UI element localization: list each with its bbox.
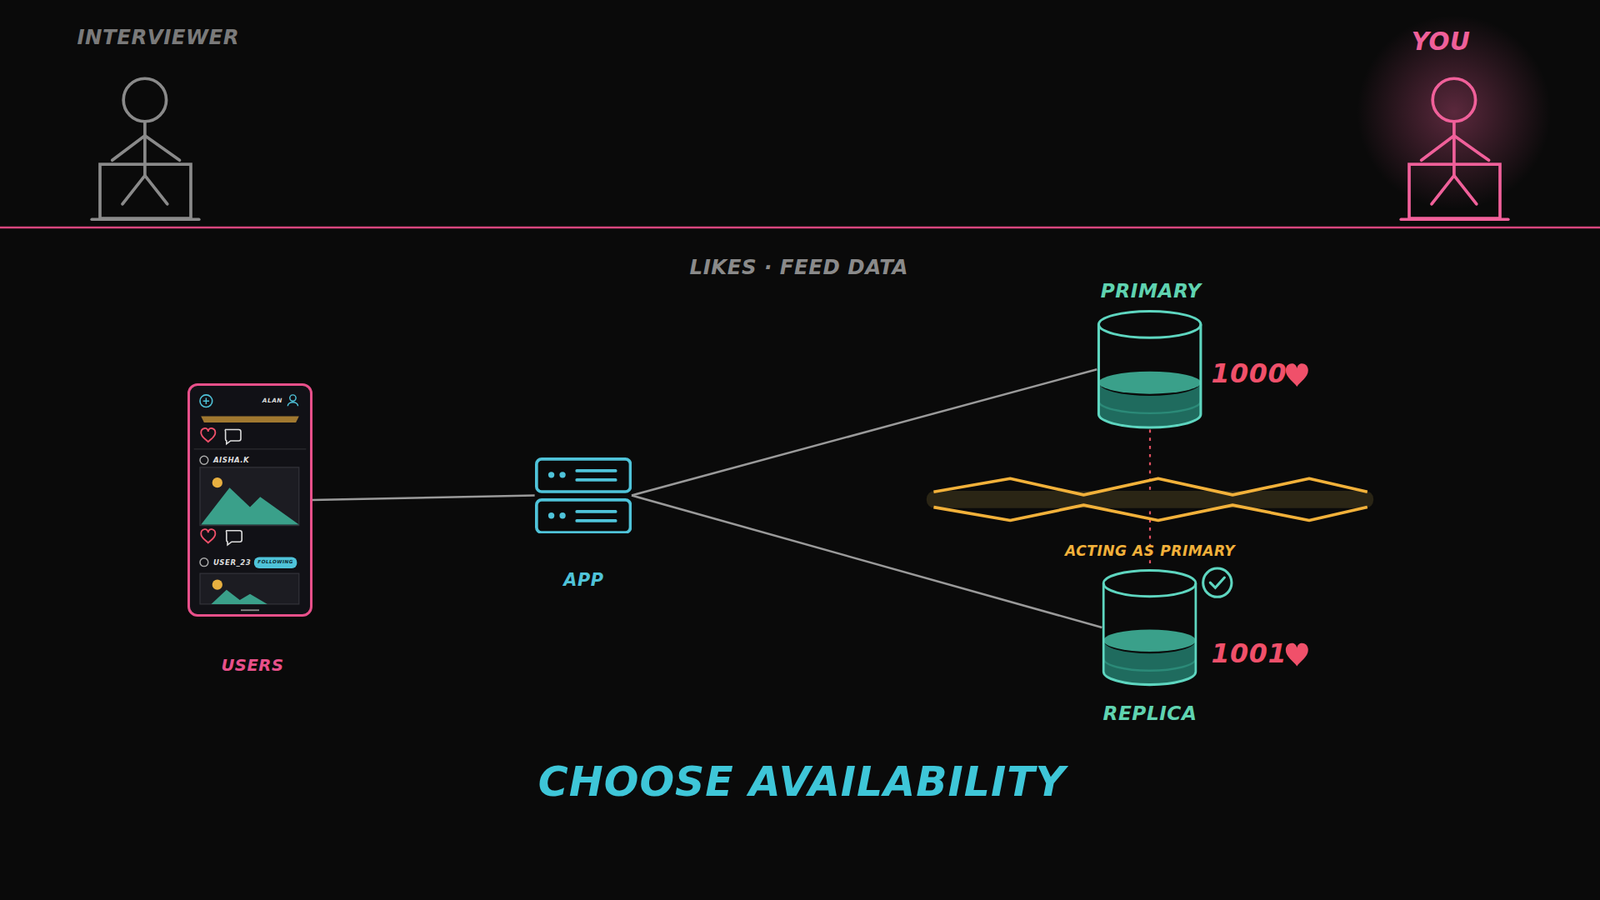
image-mountains: [210, 590, 267, 605]
button-label: FOLLOWING: [257, 560, 294, 565]
check-badge: [1203, 568, 1232, 597]
db-band: [1104, 658, 1197, 670]
connector-line: [631, 495, 1103, 628]
server-icon: [535, 457, 632, 535]
username-label: USER_23: [213, 558, 251, 566]
desk: [1409, 164, 1500, 219]
comment-icon: [226, 530, 243, 545]
database-cylinder: [1096, 309, 1203, 430]
node-label: USERS: [220, 657, 284, 675]
role-label: YOU: [1411, 30, 1471, 55]
network-partition: [926, 478, 1374, 520]
db-top: [1099, 310, 1201, 338]
partition-band: [926, 490, 1374, 509]
like-icon: [200, 529, 215, 543]
heart-icon: [1285, 643, 1309, 667]
caption-text: CHOOSE AVAILABILITY: [538, 760, 1066, 802]
post-divider: [194, 448, 307, 450]
follow-pill: [254, 557, 297, 569]
heart-icon: [1285, 363, 1309, 387]
comment-icon: [225, 430, 241, 445]
username-label: ALAN: [262, 398, 283, 405]
db-liquid-top: [1099, 371, 1201, 395]
figure-arms: [1421, 135, 1490, 160]
interviewer-figure: [91, 78, 200, 220]
story-bar: [200, 416, 300, 423]
user-icon: [287, 402, 298, 407]
post-image: [200, 467, 300, 526]
role-label: INTERVIEWER: [76, 27, 240, 48]
you-figure: [1400, 78, 1509, 220]
node-label: APP: [563, 570, 604, 589]
like-icon: [200, 428, 215, 442]
partition-zigzag: [933, 505, 1367, 520]
user-icon: [290, 395, 296, 401]
divider-line: [0, 226, 1600, 229]
server-unit: [535, 458, 630, 491]
image-mountains: [200, 487, 300, 525]
check-mark: [1210, 577, 1225, 588]
node-label: REPLICA: [1103, 703, 1198, 723]
plus-icon: [200, 395, 213, 408]
app-server: APP: [535, 457, 632, 535]
post-image: [200, 573, 300, 605]
desk-base: [91, 217, 200, 221]
avatar: [200, 455, 209, 465]
node-label: PRIMARY: [1100, 280, 1202, 300]
server-led: [548, 512, 555, 519]
figure-arms: [112, 135, 180, 160]
server-slots: [576, 510, 616, 520]
database-cylinder: [1101, 568, 1198, 687]
image-sun: [212, 580, 223, 590]
figure-head: [123, 78, 166, 121]
partition-zigzag: [933, 478, 1367, 495]
db-outline: [1104, 583, 1197, 685]
status-label: ACTING AS PRIMARY: [1065, 545, 1235, 560]
screen-bg: [190, 385, 310, 615]
plus-icon: [203, 398, 210, 405]
desk: [100, 164, 191, 219]
db-outline: [1099, 324, 1201, 428]
figure-body: [1452, 121, 1456, 176]
phone-device: USERS: [187, 383, 312, 616]
server-led: [548, 471, 555, 478]
db-band: [1099, 400, 1201, 414]
connector-line: [312, 495, 535, 500]
db-liquid-top: [1104, 629, 1197, 651]
phone-screen: [190, 385, 310, 615]
server-unit: [535, 499, 630, 532]
server-led: [559, 471, 565, 478]
like-count: 1001: [1210, 640, 1287, 668]
figure-head: [1432, 78, 1475, 121]
desk-base: [1400, 217, 1509, 221]
server-led: [559, 512, 565, 519]
avatar: [200, 558, 209, 567]
figure-glow: [1357, 15, 1552, 210]
server-slots: [576, 470, 616, 480]
figure-legs: [122, 175, 168, 205]
connector-line: [631, 369, 1097, 495]
db-top: [1104, 570, 1197, 596]
username-label: AISHA.K: [213, 456, 250, 465]
image-sun: [212, 477, 223, 488]
figure-body: [143, 121, 147, 176]
like-count: 1000: [1210, 360, 1287, 388]
replica-database: REPLICA1001: [1101, 568, 1198, 687]
figure-legs: [1431, 175, 1477, 205]
primary-database: PRIMARY1000: [1096, 309, 1203, 430]
section-label: LIKES · FEED DATA: [690, 257, 909, 278]
home-indicator: [240, 609, 260, 611]
